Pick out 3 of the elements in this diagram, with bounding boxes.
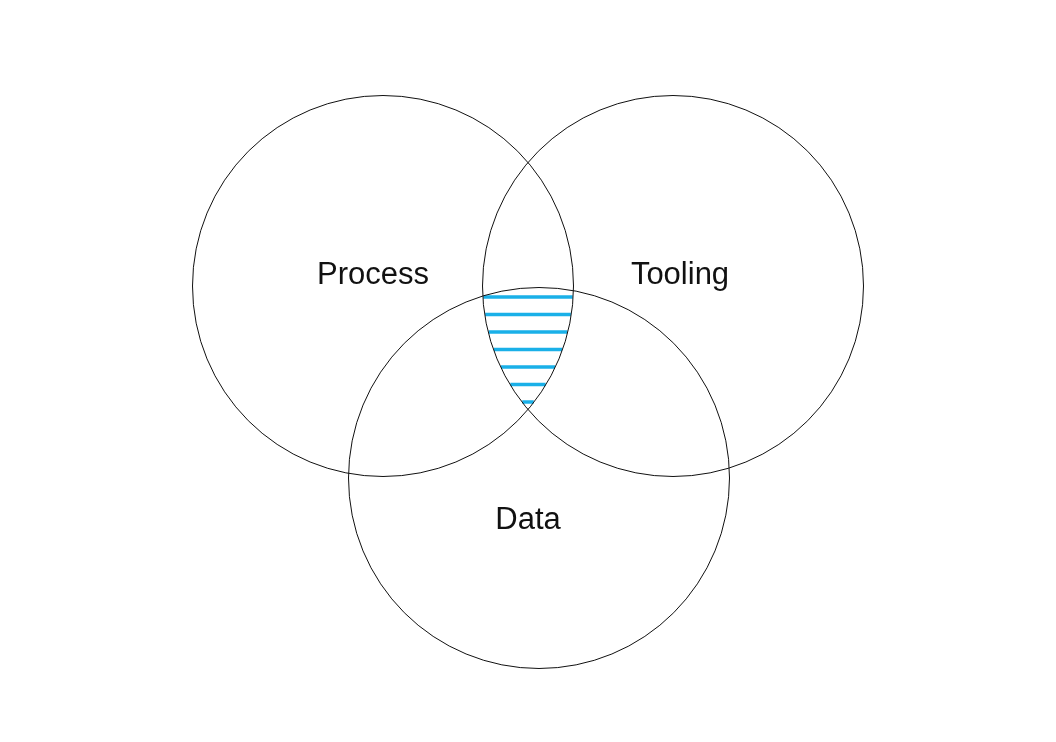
- circle-label: Process: [317, 256, 429, 292]
- circle-label: Tooling: [630, 256, 730, 292]
- circle-label: Data: [495, 501, 561, 537]
